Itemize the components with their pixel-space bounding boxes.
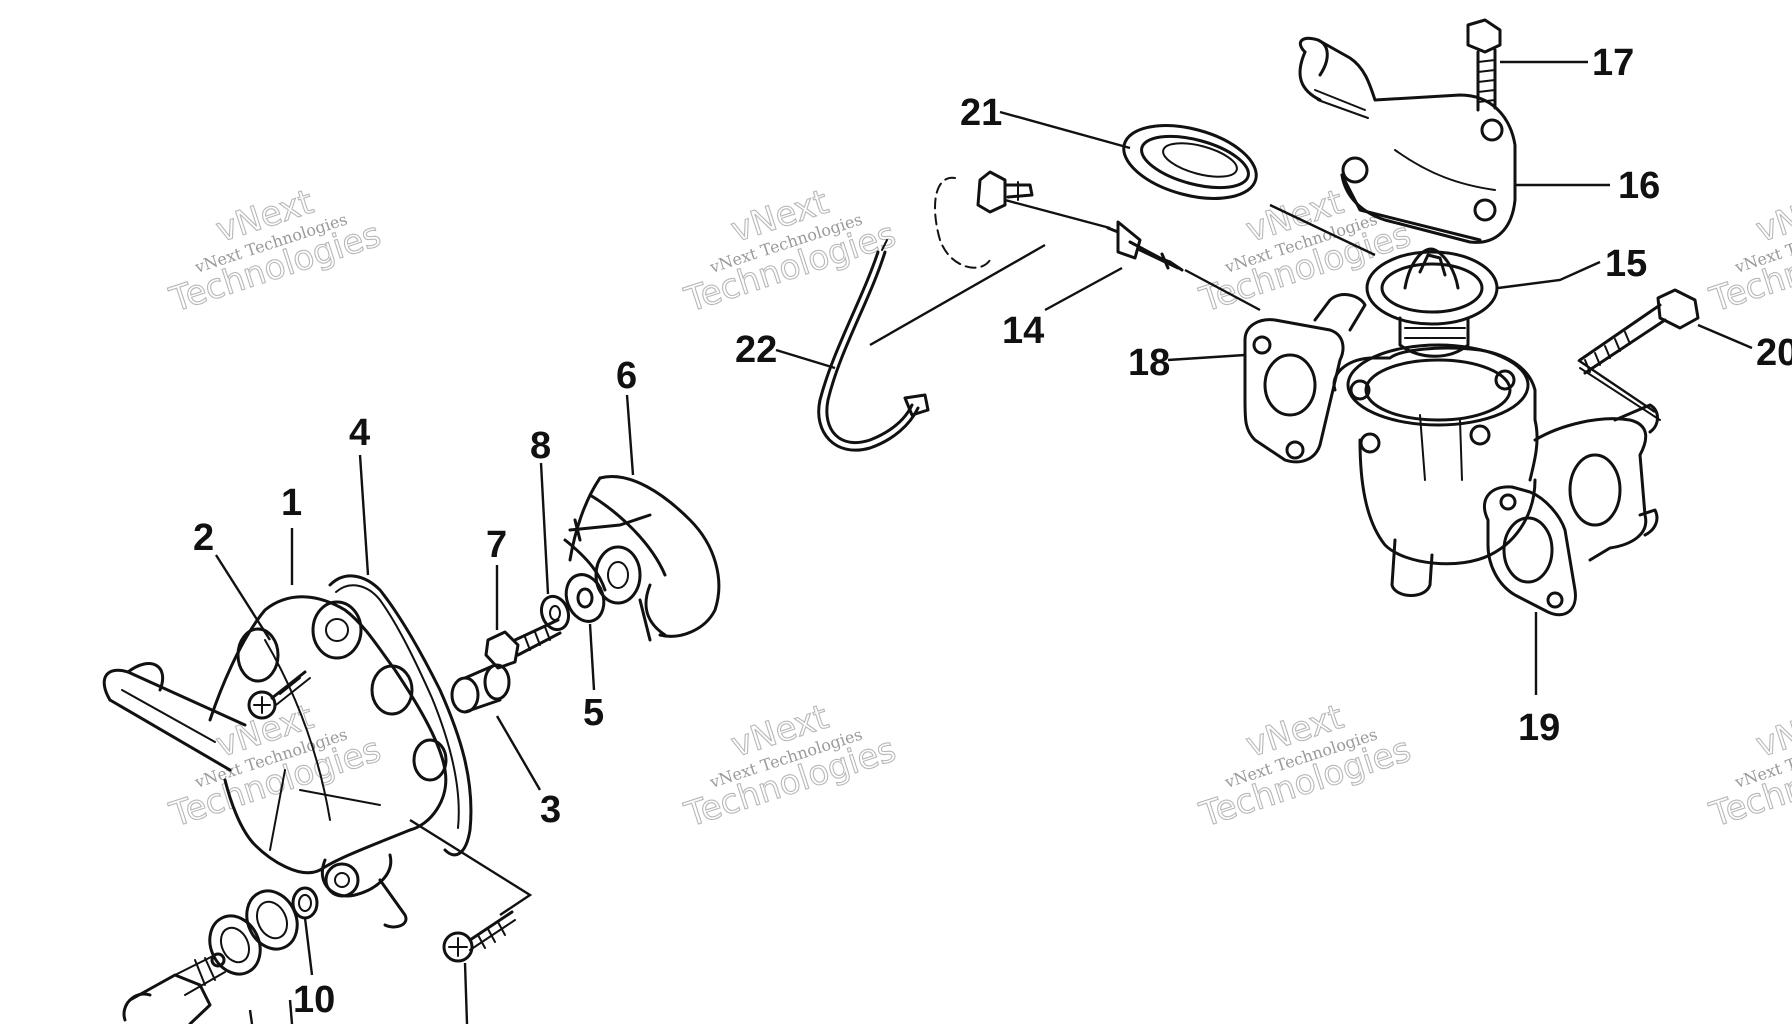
exploded-axis-line: [1184, 268, 1261, 312]
callout-21: 21: [960, 92, 1002, 134]
temperature-sender-part: [1106, 220, 1184, 272]
leader-lines: [214, 60, 1753, 1024]
bolt-part: [484, 618, 562, 670]
callout-8: 8: [530, 425, 551, 467]
callout-22: 22: [735, 329, 777, 371]
washer-part: [208, 914, 262, 976]
bolt-part: [1578, 288, 1700, 421]
callout-18: 18: [1128, 342, 1170, 384]
bolt-part: [1466, 18, 1502, 112]
thermostat-cover-part: [1298, 36, 1517, 244]
callout-labels: 1 2 3 4 5 6 7 8 10 14 15 16 17 18 19 20 …: [193, 42, 1792, 1021]
sensor-wire-part: [817, 239, 930, 452]
bushing-part: [450, 663, 511, 714]
thermostat-part: [1365, 247, 1499, 358]
screw-part: [442, 910, 516, 963]
callout-7: 7: [486, 524, 507, 566]
gasket-part: [1482, 485, 1577, 617]
watermark: vNext vNext Technologies Technologies: [1704, 696, 1792, 836]
callout-4: 4: [349, 412, 370, 454]
callout-16: 16: [1618, 165, 1660, 207]
callout-19: 19: [1518, 707, 1560, 749]
gasket-part: [1122, 124, 1258, 200]
washer-part: [539, 594, 571, 632]
exploded-axis-line: [1269, 203, 1376, 257]
callout-15: 15: [1605, 243, 1647, 285]
gasket-part: [328, 574, 473, 857]
callout-17: 17: [1592, 42, 1634, 84]
gasket-inner-line: [335, 584, 460, 829]
washer-part: [291, 886, 319, 920]
callout-20: 20: [1756, 332, 1792, 374]
watermark: vNext vNext Technologies Technologies: [1704, 181, 1792, 321]
drain-plug-part: [122, 952, 226, 1024]
wire-connector-part: [934, 170, 1034, 269]
callout-2: 2: [193, 517, 214, 559]
watermark: vNext vNext Technologies Technologies: [679, 181, 901, 321]
callout-5: 5: [583, 692, 604, 734]
pump-cover-part: [102, 595, 448, 929]
exploded-axis-line: [1577, 359, 1656, 413]
callout-3: 3: [540, 789, 561, 831]
callout-1: 1: [281, 482, 302, 524]
callout-14: 14: [1002, 310, 1044, 352]
watermark: vNext vNext Technologies Technologies: [164, 696, 386, 836]
exploded-axis-line: [869, 243, 1046, 347]
water-pump-body-part: [1243, 293, 1659, 597]
callout-6: 6: [616, 355, 637, 397]
callout-10: 10: [293, 979, 335, 1021]
watermark: vNext vNext Technologies Technologies: [679, 696, 901, 836]
impeller-part: [563, 475, 721, 642]
watermark: vNext vNext Technologies Technologies: [164, 181, 386, 321]
watermark: vNext vNext Technologies Technologies: [1194, 696, 1416, 836]
leader-line: [409, 818, 533, 916]
exploded-axis-line: [1004, 198, 1111, 230]
